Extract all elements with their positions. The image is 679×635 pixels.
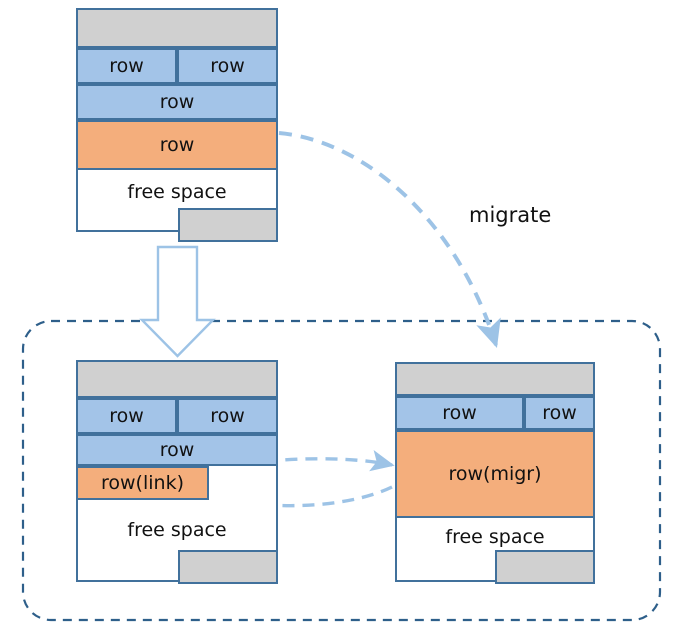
linked-page-header [76, 360, 278, 398]
migrated-row-3-hot: row(migr) [395, 430, 595, 518]
linked-page: row row row row(link) free space [76, 360, 278, 584]
migrated-row-2: row [524, 396, 595, 430]
source-page: row row row row free space [76, 8, 278, 242]
migrated-page-header [395, 362, 595, 396]
migrate-arrow [278, 131, 501, 349]
migrated-row-1: row [395, 396, 524, 430]
source-row-3: row [76, 84, 278, 120]
linked-free-space-label: free space [127, 518, 227, 541]
migrate-label: migrate [469, 203, 552, 227]
linked-row-4-pointer: row(link) [76, 466, 209, 500]
transform-block-arrow [139, 245, 216, 358]
linked-row-1: row [76, 398, 177, 434]
migrated-page: row row row(migr) free space [395, 362, 595, 584]
source-page-footer [178, 208, 278, 242]
source-row-4-hot: row [76, 120, 278, 170]
linked-page-footer [178, 550, 278, 584]
source-page-header [76, 8, 278, 48]
source-free-space-label: free space [127, 180, 227, 203]
source-row-1: row [76, 48, 177, 84]
source-row-2: row [177, 48, 278, 84]
linked-row-2: row [177, 398, 278, 434]
migrated-page-footer [495, 550, 595, 584]
linked-row-3: row [76, 434, 278, 466]
migrated-free-space-label: free space [445, 525, 545, 548]
